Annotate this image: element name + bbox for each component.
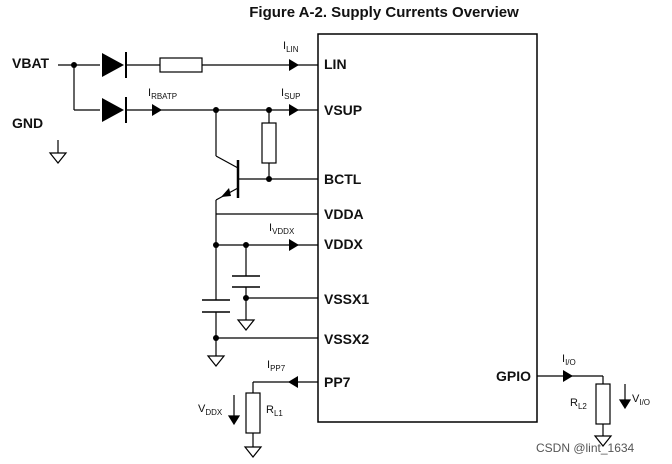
pin-label-vdda: VDDA xyxy=(324,206,364,222)
arrow-i-lin xyxy=(289,59,299,71)
label-rl1: RL1 xyxy=(266,404,283,418)
resistor-rl1 xyxy=(245,392,261,434)
resistor-rl2 xyxy=(595,383,611,425)
watermark: CSDN @lint_1634 xyxy=(536,441,635,455)
resistor-bias xyxy=(261,122,277,164)
ground-symbol-rl2 xyxy=(593,435,613,447)
pin-label-vsup: VSUP xyxy=(324,102,362,118)
resistor-lin xyxy=(159,57,203,73)
diode-vsup xyxy=(102,97,127,123)
label-v-ddx: VDDX xyxy=(198,403,223,417)
junction-dots xyxy=(71,62,272,341)
figure-title: Figure A-2. Supply Currents Overview xyxy=(249,4,519,21)
label-i-rbatp: IRBATP xyxy=(148,87,177,101)
label-i-sup: ISUP xyxy=(281,87,301,101)
capacitor-vdda xyxy=(202,299,230,313)
arrow-v-io xyxy=(618,384,632,410)
arrow-i-io xyxy=(563,370,573,382)
diode-lin xyxy=(102,52,127,78)
ground-symbol-vssx1 xyxy=(236,319,256,331)
label-rl2: RL2 xyxy=(570,397,587,411)
arrow-i-vddx xyxy=(289,239,299,251)
pin-label-bctl: BCTL xyxy=(324,171,362,187)
arrow-v-ddx xyxy=(227,395,241,426)
arrow-i-pp7 xyxy=(288,376,298,388)
transistor-emitter-arrow xyxy=(221,188,231,197)
pin-label-vssx1: VSSX1 xyxy=(324,291,369,307)
pin-label-gpio: GPIO xyxy=(496,368,531,384)
ground-symbol-rl1 xyxy=(243,446,263,458)
pin-label-pp7: PP7 xyxy=(324,374,351,390)
label-i-vddx: IVDDX xyxy=(269,222,295,236)
capacitor-vddx xyxy=(232,275,260,288)
pin-label-vssx2: VSSX2 xyxy=(324,331,369,347)
arrow-i-sup xyxy=(289,104,299,116)
label-v-io: VI/O xyxy=(632,393,650,407)
label-i-io: II/O xyxy=(562,353,576,367)
ground-symbol-gnd xyxy=(48,140,68,164)
net-label-gnd: GND xyxy=(12,115,43,131)
mcu-chip-body xyxy=(317,33,538,423)
pin-label-vddx: VDDX xyxy=(324,236,364,252)
wire-transistor-collector-diag xyxy=(215,155,239,169)
arrow-i-rbatp xyxy=(152,104,162,116)
ground-symbol-vssx2 xyxy=(206,355,226,367)
label-i-lin: ILIN xyxy=(283,40,299,54)
net-label-vbat: VBAT xyxy=(12,55,50,71)
pin-label-lin: LIN xyxy=(324,56,347,72)
label-i-pp7: IPP7 xyxy=(267,359,286,373)
